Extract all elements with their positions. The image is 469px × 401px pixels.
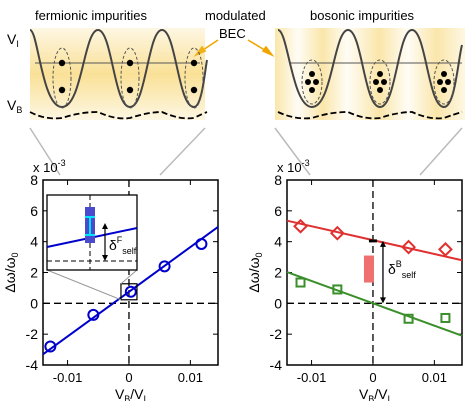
- fit-line-lower: [286, 271, 463, 337]
- plot-frame: [286, 179, 463, 366]
- data-point-diamond: [293, 218, 308, 234]
- y-tick-label: 4: [274, 234, 282, 250]
- y-tick-label: 6: [30, 203, 38, 219]
- data-point-square: [440, 312, 451, 323]
- wavefunction-outlines-right: [301, 59, 455, 105]
- bec-potential-right: [277, 111, 463, 120]
- x-axis-label: VB/VI: [115, 386, 146, 401]
- y-tick-label: 4: [30, 234, 38, 250]
- y-tick-label: -2: [270, 326, 283, 342]
- y-tick-label: -4: [26, 357, 39, 373]
- x-tick-label: 0.01: [422, 370, 447, 385]
- y-tick-label: 2: [30, 265, 38, 281]
- lattice-potential-right: [277, 28, 463, 109]
- fermionic-plot: -4 -2 0 2 4 6 8 -0.01 0 0.01 x 10-3VB/VI Δω/ω0 δFsel…: [2, 158, 219, 401]
- data-point: [158, 260, 171, 273]
- y-tick-label: -4: [270, 357, 283, 373]
- y-axis-label: Δω/ω0: [2, 252, 20, 292]
- data-point-diamond: [438, 241, 453, 257]
- zoom-box: [120, 283, 138, 301]
- data-point-diamond: [401, 239, 416, 255]
- x-tick-label: 0: [369, 370, 376, 385]
- boson-atoms-right: [305, 71, 451, 93]
- self-energy-bar: [363, 255, 374, 283]
- x-tick-label: -0.01: [53, 370, 83, 385]
- delta-arrow-head: [379, 297, 386, 304]
- x-tick-label: 0: [125, 370, 132, 385]
- data-point: [124, 285, 137, 298]
- bosonic-plot: -4 -2 0 2 4 6 8 -0.01 0 0.01 x 10-3VB/VI Δω/ω0 δBsel…: [246, 158, 463, 401]
- y-tick-label: 0: [274, 295, 282, 311]
- zoom-connector: [46, 269, 122, 301]
- bec-arrows: [193, 39, 275, 57]
- fit-line: [42, 226, 219, 356]
- scale-label: x 10-3: [277, 158, 310, 175]
- left-bec-cloud: [30, 28, 205, 120]
- x-axis-label: VB/VI: [359, 386, 390, 401]
- vb-label-left: VB: [7, 97, 22, 115]
- zoom-connector: [120, 269, 138, 285]
- fermionic-title: fermionic impurities: [35, 8, 147, 23]
- bosonic-title: bosonic impurities: [310, 8, 415, 23]
- inset-arrow-head: [102, 223, 108, 229]
- data-point-square: [332, 284, 343, 295]
- y-tick-label: 8: [274, 172, 282, 188]
- x-tick-label: -0.01: [297, 370, 327, 385]
- y-axis-label: Δω/ω0: [246, 252, 264, 292]
- delta-self-label: δBself: [388, 259, 416, 280]
- connector-lines: [29, 127, 463, 176]
- data-point-square: [295, 277, 306, 288]
- vi-label-left: VI: [7, 31, 19, 49]
- bec-label: BEC: [219, 26, 246, 41]
- fermion-atoms-left: [58, 59, 198, 94]
- y-tick-label: 2: [274, 265, 282, 281]
- inset-arrow-head: [102, 255, 108, 261]
- data-point-diamond: [329, 225, 345, 241]
- y-tick-label: 6: [274, 203, 282, 219]
- data-point: [44, 340, 57, 353]
- bec-potential-left: [29, 111, 208, 120]
- y-tick-label: -2: [26, 326, 39, 342]
- y-tick-label: 8: [30, 172, 38, 188]
- x-tick-label: 0.01: [178, 370, 203, 385]
- wavefunction-outlines-left: [52, 47, 204, 109]
- delta-arrow-head: [379, 240, 386, 247]
- modulated-label: modulated: [205, 8, 266, 23]
- lattice-potential-left: [29, 28, 208, 109]
- scale-label: x 10-3: [33, 158, 66, 175]
- data-point: [87, 308, 100, 321]
- data-point-square: [403, 313, 414, 324]
- right-bec-cloud: [275, 28, 465, 120]
- data-point: [195, 237, 208, 250]
- inset-delta-label: δFself: [109, 235, 137, 256]
- y-tick-label: 0: [30, 295, 38, 311]
